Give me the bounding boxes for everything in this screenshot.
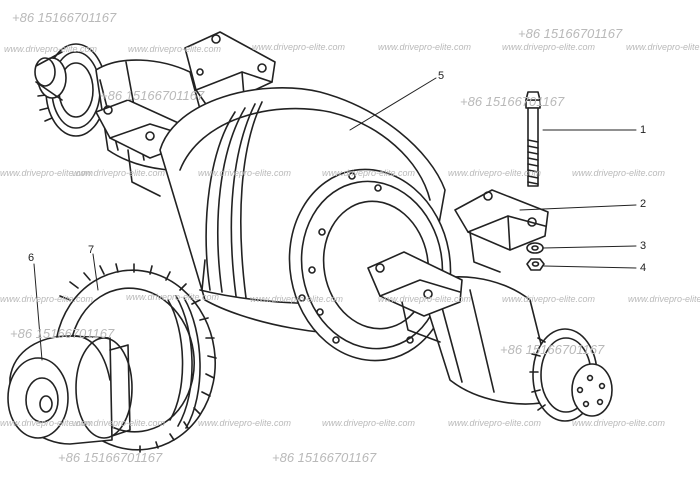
callout-2: 2 [640,198,647,210]
watermark-url: www.drivepro-elite.com [126,292,220,302]
watermark-url: www.drivepro-elite.com [378,294,472,304]
leader-lines [33,77,637,361]
differential-flange [288,168,452,362]
washer-part-3 [526,242,544,254]
watermark-url: www.drivepro-elite.com [378,42,472,52]
watermark-url: www.drivepro-elite.com [198,418,292,428]
watermark-url: www.drivepro-elite.com [448,418,542,428]
watermark-url: www.drivepro-elite.com [4,44,98,54]
rim-part-6 [7,335,133,445]
watermark-url: www.drivepro-elite.com [502,42,596,52]
watermark-url: www.drivepro-elite.com [502,294,596,304]
watermark-phone: +86 15166701167 [100,88,205,103]
watermark-url: www.drivepro-elite.com [72,168,166,178]
watermark-phone: +86 15166701167 [272,450,377,465]
right-hub-flange [529,328,613,422]
watermark-url: www.drivepro-elite.com [198,168,292,178]
nut-part-4 [526,258,545,271]
watermark-phone: +86 15166701167 [518,26,623,41]
watermark-url: www.drivepro-elite.com [250,294,344,304]
callout-5: 5 [438,70,445,82]
watermark-url: www.drivepro-elite.com [0,418,94,428]
watermark-url: www.drivepro-elite.com [128,44,222,54]
callout-4: 4 [640,262,647,274]
right-spring-seat-bottom [367,251,463,343]
watermark-url: www.drivepro-elite.com [626,42,700,52]
watermark-phone: +86 15166701167 [12,10,117,25]
watermark-url: www.drivepro-elite.com [252,42,346,52]
watermark-phone: +86 15166701167 [58,450,163,465]
callout-3: 3 [640,240,647,252]
left-hub-flange [34,43,107,137]
callout-1: 1 [640,124,647,136]
right-axle-tube [419,276,556,405]
watermark-url: www.drivepro-elite.com [572,418,666,428]
right-spring-seat-top [454,189,549,273]
watermark-phone: +86 15166701167 [500,342,605,357]
watermark-url: www.drivepro-elite.com [72,418,166,428]
watermark-url: www.drivepro-elite.com [0,168,94,178]
watermark-url: www.drivepro-elite.com [628,294,700,304]
callout-6: 6 [28,252,35,264]
watermark-url: www.drivepro-elite.com [322,168,416,178]
watermark-url: www.drivepro-elite.com [0,294,94,304]
watermark-url: www.drivepro-elite.com [322,418,416,428]
callout-7: 7 [88,244,95,256]
u-bolt-part-1 [525,91,541,187]
watermark-url: www.drivepro-elite.com [572,168,666,178]
watermark-url: www.drivepro-elite.com [448,168,542,178]
watermark-phone: +86 15166701167 [460,94,565,109]
watermark-phone: +86 15166701167 [10,326,115,341]
